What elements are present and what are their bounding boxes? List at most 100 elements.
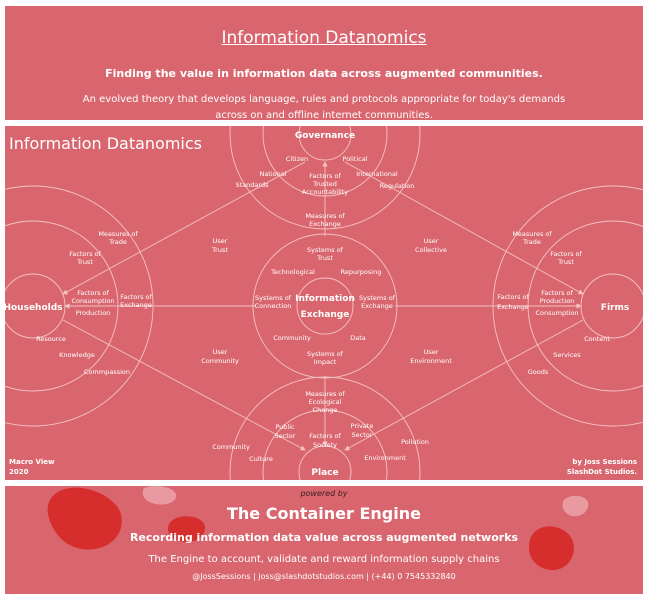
- center-label-2: Exchange: [301, 310, 350, 320]
- datanomics-diagram: Governance Households Firms Place Inform…: [5, 126, 643, 480]
- label-user-environment-1: User: [424, 348, 439, 356]
- center-label-1: Information: [295, 294, 355, 304]
- label-right-factors-production-1: Factors of: [541, 289, 573, 297]
- label-public-sector-1: Public: [275, 423, 295, 431]
- label-commpassion: Commpassion: [84, 368, 130, 376]
- label-technological: Technological: [270, 268, 315, 276]
- node-governance: Governance: [295, 131, 355, 141]
- powered-by-label: powered by: [300, 489, 348, 498]
- label-right-measures-trade-2: Trade: [522, 238, 541, 246]
- label-systems-connection-2: Connection: [255, 302, 292, 310]
- label-right-factors-production-3: Consumption: [535, 309, 578, 317]
- engine-description: The Engine to account, validate and rewa…: [148, 554, 500, 565]
- label-right-measures-trade-1: Measures of: [512, 230, 552, 238]
- label-systems-exchange-1: Systems of: [359, 294, 396, 302]
- label-right-factors-trust-2: Trust: [557, 258, 574, 266]
- label-right-factors-production-2: Production: [540, 297, 575, 305]
- label-systems-impact-2: Impact: [314, 358, 337, 366]
- footer-panel: powered by The Container Engine Recordin…: [5, 486, 643, 594]
- pink-blob-decoration: [142, 486, 177, 505]
- label-international: International: [356, 170, 398, 178]
- label-services: Services: [553, 351, 581, 359]
- label-environment: Environment: [364, 454, 406, 462]
- label-user-trust-2: Trust: [211, 246, 228, 254]
- label-factors-society-2: Society: [313, 441, 337, 449]
- label-measures-exchange-2: Exchange: [309, 220, 341, 228]
- label-trusted-2: Trusted: [312, 180, 337, 188]
- label-left-measures-trade-2: Trade: [108, 238, 127, 246]
- label-pollution: Pollution: [401, 438, 429, 446]
- label-data: Data: [350, 334, 366, 342]
- diagram-title: Information Datanomics: [9, 134, 202, 153]
- label-culture: Culture: [249, 455, 273, 463]
- engine-name: The Container Engine: [227, 504, 421, 523]
- label-measures-ecological-3: Change: [313, 406, 338, 414]
- label-national: National: [259, 170, 286, 178]
- label-right-factors-exchange-1: Factors of: [497, 293, 529, 301]
- label-left-factors-exchange-1: Factors of: [120, 293, 152, 301]
- page-title: Information Datanomics: [221, 28, 427, 48]
- label-systems-trust-2: Trust: [316, 254, 333, 262]
- label-resource: Resource: [36, 335, 66, 343]
- label-regulation: Regulation: [380, 182, 415, 190]
- label-user-collective-1: User: [424, 237, 439, 245]
- label-left-factors-exchange-2: Exchange: [120, 301, 152, 309]
- label-user-community-2: Community: [201, 357, 239, 365]
- author-name: by Joss Sessions: [572, 458, 637, 466]
- red-blob-small-decoration: [167, 516, 206, 542]
- macro-view-year: 2020: [9, 468, 29, 476]
- label-user-environment-2: Environment: [410, 357, 452, 365]
- label-political: Political: [343, 155, 368, 163]
- label-left-factors-consumption-2: Consumption: [71, 297, 114, 305]
- label-systems-connection-1: Systems of: [255, 294, 292, 302]
- label-user-community-1: User: [213, 348, 228, 356]
- header-panel: Information Datanomics Finding the value…: [5, 6, 643, 121]
- label-measures-ecological-2: Ecological: [309, 398, 342, 406]
- label-trusted-3: Accountability: [302, 188, 348, 196]
- page-description: An evolved theory that develops language…: [82, 94, 566, 121]
- contact-info: @JossSessions | joss@slashdotstudios.com…: [192, 572, 456, 581]
- diagram-panel: Governance Households Firms Place Inform…: [5, 126, 643, 480]
- label-citizen: Citizen: [286, 155, 308, 163]
- diagram-arrows: [62, 161, 584, 451]
- label-systems-impact-1: Systems of: [307, 350, 344, 358]
- macro-view-note: Macro View 2020: [9, 457, 54, 477]
- label-user-collective-2: Collective: [415, 246, 447, 254]
- label-community-center: Community: [273, 334, 311, 342]
- red-blob-right-decoration: [529, 526, 574, 570]
- label-repurposing: Repurposing: [341, 268, 382, 276]
- label-left-measures-trade-1: Measures of: [98, 230, 138, 238]
- label-left-factors-trust-1: Factors of: [69, 250, 101, 258]
- center-circle-inner: [296, 277, 354, 335]
- label-community-bottom: Community: [212, 443, 250, 451]
- label-factors-society-1: Factors of: [309, 432, 341, 440]
- label-user-trust-1: User: [213, 237, 228, 245]
- label-right-factors-exchange-2: Exchange: [497, 303, 529, 311]
- label-systems-trust-1: Systems of: [307, 246, 344, 254]
- label-left-factors-trust-2: Trust: [76, 258, 93, 266]
- author-studio: SlashDot Studios.: [566, 468, 637, 476]
- node-place: Place: [311, 468, 338, 478]
- label-measures-ecological-1: Measures of: [305, 390, 345, 398]
- label-public-sector-2: Sector: [275, 432, 296, 440]
- top-circle-inner: [298, 126, 352, 161]
- label-right-factors-trust-1: Factors of: [550, 250, 582, 258]
- author-credit: by Joss Sessions SlashDot Studios.: [567, 457, 637, 477]
- node-firms: Firms: [601, 303, 629, 313]
- page-subtitle: Finding the value in information data ac…: [105, 67, 543, 80]
- label-goods: Goods: [528, 368, 549, 376]
- label-content: Content: [584, 335, 610, 343]
- node-households: Households: [5, 303, 63, 313]
- label-knowledge: Knowledge: [59, 351, 95, 359]
- label-left-factors-consumption-1: Factors of: [77, 289, 109, 297]
- label-private-sector-2: Sector: [352, 431, 373, 439]
- label-trusted-1: Factors of: [309, 172, 341, 180]
- engine-tagline: Recording information data value across …: [129, 531, 519, 544]
- label-standards: Standards: [236, 181, 270, 189]
- label-systems-exchange-2: Exchange: [361, 302, 393, 310]
- label-private-sector-1: Private: [351, 422, 374, 430]
- pink-blob-right-decoration: [562, 495, 589, 517]
- red-blob-decoration: [47, 487, 122, 550]
- label-measures-exchange-1: Measures of: [305, 212, 345, 220]
- label-left-factors-consumption-3: Production: [76, 309, 111, 317]
